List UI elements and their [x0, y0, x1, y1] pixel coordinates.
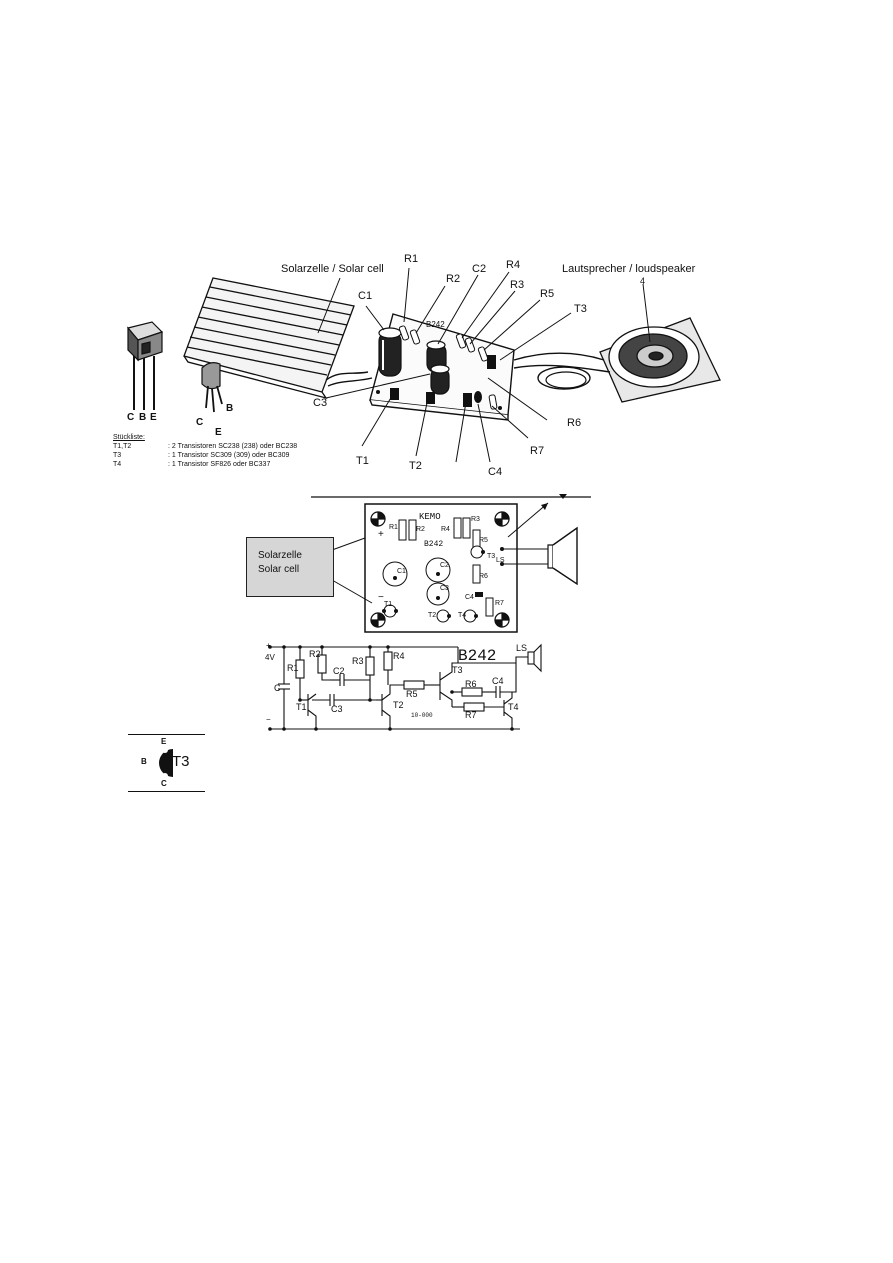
t3-pinout-symbol [150, 747, 173, 779]
solar-cell-box: Solarzelle Solar cell [246, 537, 334, 597]
callout-t3: T3 [574, 303, 587, 315]
transistor2-pin-e: E [215, 427, 222, 438]
pin-label-2: B [139, 412, 147, 423]
schematic-minus: − [266, 715, 271, 724]
transistor2-pin-b: B [226, 403, 234, 414]
callout-speaker-ref: 4 [640, 276, 646, 286]
pcb-r2: R2 [416, 526, 425, 533]
schematic-c2: C2 [333, 666, 345, 676]
schematic-supply: 4V [265, 653, 275, 662]
parts-list: Stückliste: T1,T2 : 2 Transistoren SC238 … [113, 433, 297, 469]
parts-row: T1,T2 : 2 Transistoren SC238 (238) oder B… [113, 442, 297, 451]
callout-r3: R3 [510, 279, 525, 291]
schematic-r5: R5 [406, 689, 418, 699]
schematic-t4: T4 [508, 702, 519, 712]
pcb-t1: T1 [384, 601, 393, 608]
schematic-t2: T2 [393, 700, 404, 710]
pcb-c2: C2 [440, 562, 449, 569]
pcb-brand: KEMO [419, 512, 441, 522]
t3-pin-b: B [141, 757, 147, 766]
pcb-ls: LS [496, 557, 505, 564]
solar-cell-label: Solarzelle / Solar cell [281, 263, 384, 275]
parts-desc: : 2 Transistoren SC238 (238) oder BC238 [168, 443, 298, 450]
schematic-r2: R2 [309, 649, 321, 659]
pcb-layout-drawing [311, 494, 591, 633]
callout-c1: C1 [358, 290, 373, 302]
transistor2-drawing [201, 362, 223, 413]
parts-ref: T4 [113, 461, 122, 468]
solar-cell-line1: Solarzelle [258, 550, 302, 561]
callout-r6: R6 [567, 417, 582, 429]
pcb-r6: R6 [479, 573, 488, 580]
parts-desc: : 1 Transistor SF826 oder BC337 [168, 461, 271, 468]
speaker-label: Lautsprecher / loudspeaker [562, 263, 696, 275]
pcb-r1: R1 [389, 524, 398, 531]
schematic-c3: C3 [331, 704, 343, 714]
schematic-r6: R6 [465, 679, 477, 689]
transistor-drawing [126, 321, 164, 410]
pcb-t3: T3 [487, 553, 496, 560]
callout-t1: T1 [356, 455, 369, 467]
pcb-r3: R3 [471, 516, 480, 523]
parts-ref: T3 [113, 452, 122, 459]
parts-row: T4 : 1 Transistor SF826 oder BC337 [113, 460, 297, 469]
schematic-t1: T1 [296, 702, 307, 712]
pcb-r5: R5 [479, 537, 488, 544]
parts-ref: T1,T2 [113, 443, 132, 450]
pcb-plus: + [378, 529, 384, 540]
callout-t2: T2 [409, 460, 422, 472]
schematic-t3: T3 [452, 665, 463, 675]
pcb-board-id: B242 [424, 540, 444, 549]
t3-pinout: E B C T3 [128, 734, 205, 792]
callout-r7: R7 [530, 445, 545, 457]
schematic-r1: R1 [287, 663, 299, 673]
t3-pin-c: C [161, 779, 167, 788]
schematic-ls: LS [516, 643, 528, 653]
t3-label: T3 [172, 753, 190, 770]
solar-cell-line2: Solar cell [258, 564, 300, 575]
schematic-code: 10-000 [411, 712, 433, 719]
parts-desc: : 1 Transistor SC309 (309) oder BC309 [168, 452, 290, 459]
pcb-c1: C1 [397, 568, 406, 575]
pcb-r4: R4 [441, 526, 450, 533]
schematic-c4: C4 [492, 676, 504, 686]
callout-board: B242 [426, 320, 445, 329]
pin-label-1: C [127, 412, 135, 423]
pcb-t4: T4 [458, 612, 467, 619]
callout-r2: R2 [446, 273, 461, 285]
schematic-plus: + [266, 641, 271, 650]
callout-r5: R5 [540, 288, 555, 300]
transistor2-pin-c: C [196, 417, 204, 428]
schematic-drawing [268, 643, 542, 731]
schematic-c: C [274, 683, 281, 693]
callout-c3: C3 [313, 397, 328, 409]
callout-c4: C4 [488, 466, 503, 478]
pin-label-3: E [150, 412, 157, 423]
schematic-board-id: B242 [458, 647, 497, 665]
schematic-r3: R3 [352, 656, 364, 666]
callout-r1: R1 [404, 253, 419, 265]
schematic-r7: R7 [465, 710, 477, 720]
pcb-minus: − [378, 592, 384, 603]
solar-cell-drawing [183, 267, 721, 463]
callout-c2: C2 [472, 263, 487, 275]
parts-row: T3 : 1 Transistor SC309 (309) oder BC309 [113, 451, 297, 460]
parts-list-title: Stückliste: [113, 434, 145, 441]
schematic-r4: R4 [393, 651, 405, 661]
pcb-t2: T2 [428, 612, 437, 619]
pcb-r7: R7 [495, 600, 504, 607]
pcb-c3: C3 [440, 585, 449, 592]
t3-pin-e: E [161, 737, 167, 746]
pcb-c4: C4 [465, 594, 474, 601]
callout-r4: R4 [506, 259, 521, 271]
